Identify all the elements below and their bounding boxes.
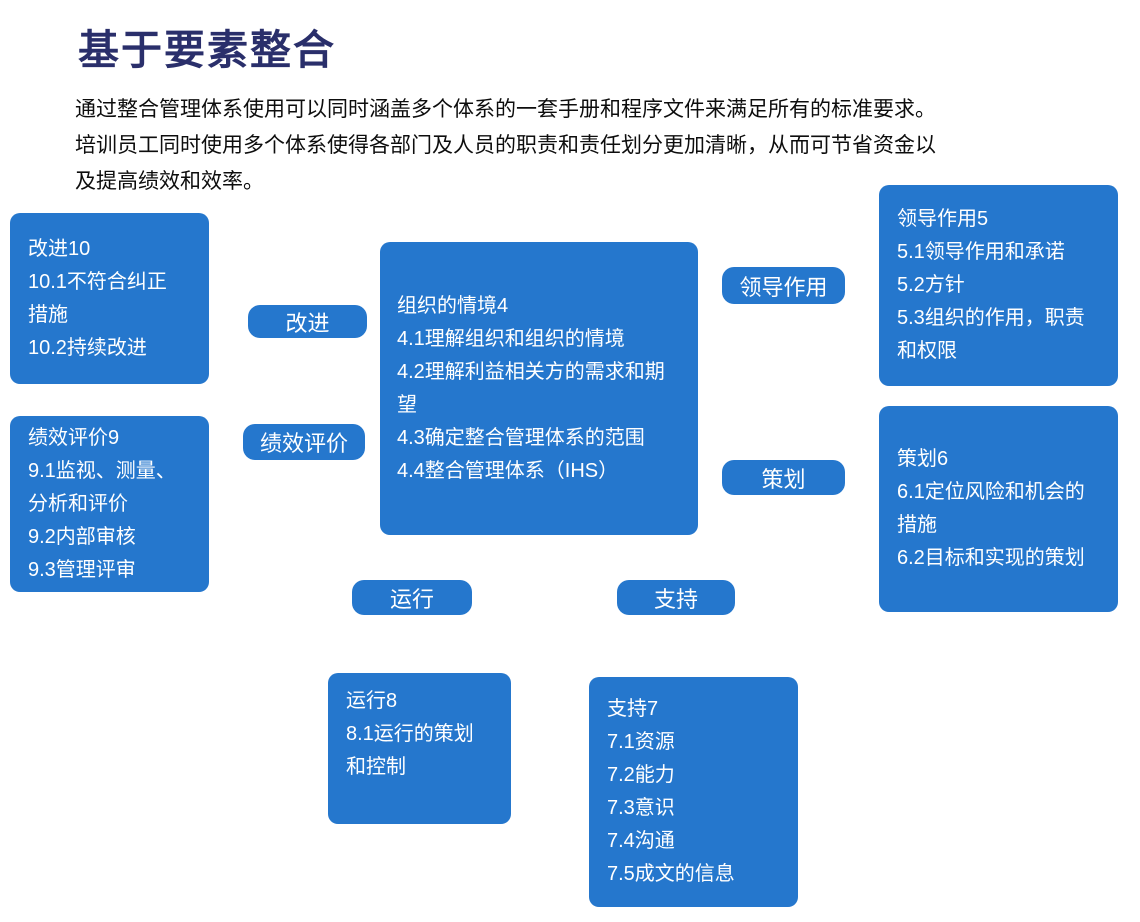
pill-performance-evaluation: 绩效评价 <box>243 424 365 460</box>
box-operation-8: 运行8 8.1运行的策划和控制 <box>328 673 511 824</box>
pill-leadership: 领导作用 <box>722 267 845 304</box>
box-support-7: 支持7 7.1资源 7.2能力 7.3意识 7.4沟通 7.5成文的信息 <box>589 677 798 907</box>
box-planning-item: 6.2目标和实现的策划 <box>897 547 1085 569</box>
pill-planning: 策划 <box>722 460 845 495</box>
box-planning-title: 策划6 <box>897 448 949 470</box>
box-context-item: 4.2理解利益相关方的需求和期望 <box>397 360 665 416</box>
box-organization-context-4: 组织的情境4 4.1理解组织和组织的情境 4.2理解利益相关方的需求和期望 4.… <box>380 242 698 535</box>
box-performance-item: 9.1监视、测量、分析和评价 <box>28 459 176 515</box>
box-planning-6: 策划6 6.1定位风险和机会的措施 6.2目标和实现的策划 <box>879 406 1118 612</box>
intro-line: 通过整合管理体系使用可以同时涵盖多个体系的一套手册和程序文件来满足所有的标准要求… <box>75 98 936 121</box>
box-operation-title: 运行8 <box>346 690 398 712</box>
box-operation-item: 8.1运行的策划和控制 <box>346 723 474 778</box>
intro-paragraph: 通过整合管理体系使用可以同时涵盖多个体系的一套手册和程序文件来满足所有的标准要求… <box>75 92 1085 200</box>
box-improvement-item: 10.2持续改进 <box>28 336 147 359</box>
box-leadership-title: 领导作用5 <box>897 208 989 230</box>
box-support-item: 7.2能力 <box>607 764 675 786</box>
box-performance-item: 9.2内部审核 <box>28 525 136 548</box>
box-context-item: 4.4整合管理体系（IHS） <box>397 459 619 482</box>
pill-improvement: 改进 <box>248 305 367 338</box>
box-improvement-title: 改进10 <box>28 237 91 260</box>
pill-support: 支持 <box>617 580 735 615</box>
box-performance-item: 9.3管理评审 <box>28 558 136 581</box>
box-support-title: 支持7 <box>607 698 659 720</box>
box-leadership-5: 领导作用5 5.1领导作用和承诺 5.2方针 5.3组织的作用，职责和权限 <box>879 185 1118 386</box>
page-title: 基于要素整合 <box>78 27 336 73</box>
box-planning-item: 6.1定位风险和机会的措施 <box>897 481 1085 536</box>
box-improvement-item: 10.1不符合纠正措施 <box>28 270 167 326</box>
box-context-item: 4.3确定整合管理体系的范围 <box>397 426 645 449</box>
box-support-item: 7.3意识 <box>607 797 675 819</box>
intro-line: 培训员工同时使用多个体系使得各部门及人员的职责和责任划分更加清晰，从而可节省资金… <box>75 134 936 157</box>
box-support-item: 7.4沟通 <box>607 830 675 852</box>
box-performance-evaluation-9: 绩效评价9 9.1监视、测量、分析和评价 9.2内部审核 9.3管理评审 <box>10 416 209 592</box>
box-support-item: 7.5成文的信息 <box>607 863 735 885</box>
box-leadership-item: 5.2方针 <box>897 274 965 296</box>
intro-line: 及提高绩效和效率。 <box>75 170 264 193</box>
box-performance-title: 绩效评价9 <box>28 426 120 449</box>
box-context-item: 4.1理解组织和组织的情境 <box>397 327 625 350</box>
pill-operation: 运行 <box>352 580 472 615</box>
box-improvement-10: 改进10 10.1不符合纠正措施 10.2持续改进 <box>10 213 209 384</box>
box-leadership-item: 5.1领导作用和承诺 <box>897 241 1065 263</box>
box-context-title: 组织的情境4 <box>397 294 509 317</box>
box-support-item: 7.1资源 <box>607 731 675 753</box>
box-leadership-item: 5.3组织的作用，职责和权限 <box>897 307 1085 362</box>
